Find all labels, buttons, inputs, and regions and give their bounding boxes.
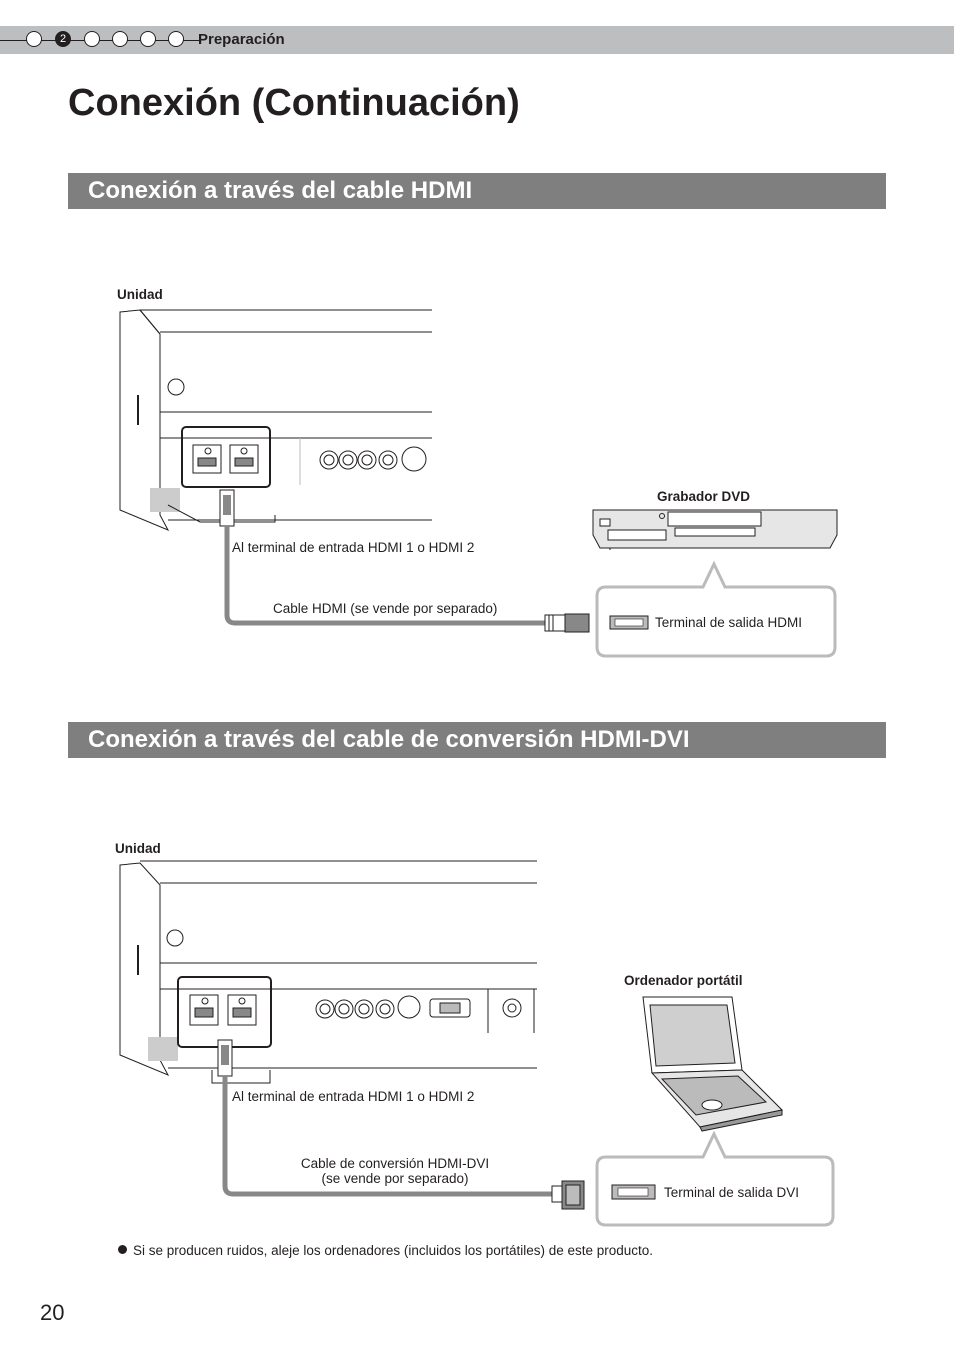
laptop-illustration [642,996,784,1132]
chapter-dot [140,31,156,47]
page-number: 20 [40,1300,65,1325]
hdmi-dvi-cable [217,1039,585,1210]
dvd-recorder-illustration [592,509,838,550]
chapter-dot [84,31,100,47]
hdmi-cable [219,489,590,633]
section-heading-dvi: Conexión a través del cable de conversió… [68,722,886,758]
header-section-label: Preparación [198,31,285,48]
unit-label-hdmi: Unidad [117,287,163,302]
cable-label-dvi-line1: Cable de conversión HDMI-DVI [300,1156,490,1171]
cable-label-hdmi: Cable HDMI (se vende por separado) [273,601,498,616]
bullet-icon [118,1245,127,1254]
note-item: Si se producen ruidos, aleje los ordenad… [118,1243,653,1258]
callout-bubble-dvi [595,1130,835,1227]
dvi-connection-diagram [119,860,835,1227]
chapter-dot [168,31,184,47]
projector-rear-illustration [119,309,432,531]
section-heading-hdmi: Conexión a través del cable HDMI [68,173,886,209]
chapter-dot: 2 [55,31,71,47]
chapter-dot [26,31,42,47]
cable-label-dvi: Cable de conversión HDMI-DVI (se vende p… [280,1156,510,1186]
device-label-laptop: Ordenador portátil [624,973,743,988]
input-terminal-label-hdmi: Al terminal de entrada HDMI 1 o HDMI 2 [232,540,475,555]
output-terminal-label-hdmi: Terminal de salida HDMI [655,615,803,630]
output-terminal-label-dvi: Terminal de salida DVI [664,1185,800,1200]
cable-label-dvi-line2: (se vende por separado) [321,1171,469,1186]
unit-label-dvi: Unidad [115,841,161,856]
header-line [0,40,200,41]
callout-bubble-hdmi [595,560,837,658]
device-label-dvd: Grabador DVD [657,489,751,504]
hdmi-connection-diagram [119,309,838,658]
page-title: Conexión (Continuación) [68,82,520,124]
projector-rear-illustration [119,860,537,1084]
note-text: Si se producen ruidos, aleje los ordenad… [133,1243,654,1258]
input-terminal-label-dvi: Al terminal de entrada HDMI 1 o HDMI 2 [232,1089,475,1104]
chapter-dot [112,31,128,47]
